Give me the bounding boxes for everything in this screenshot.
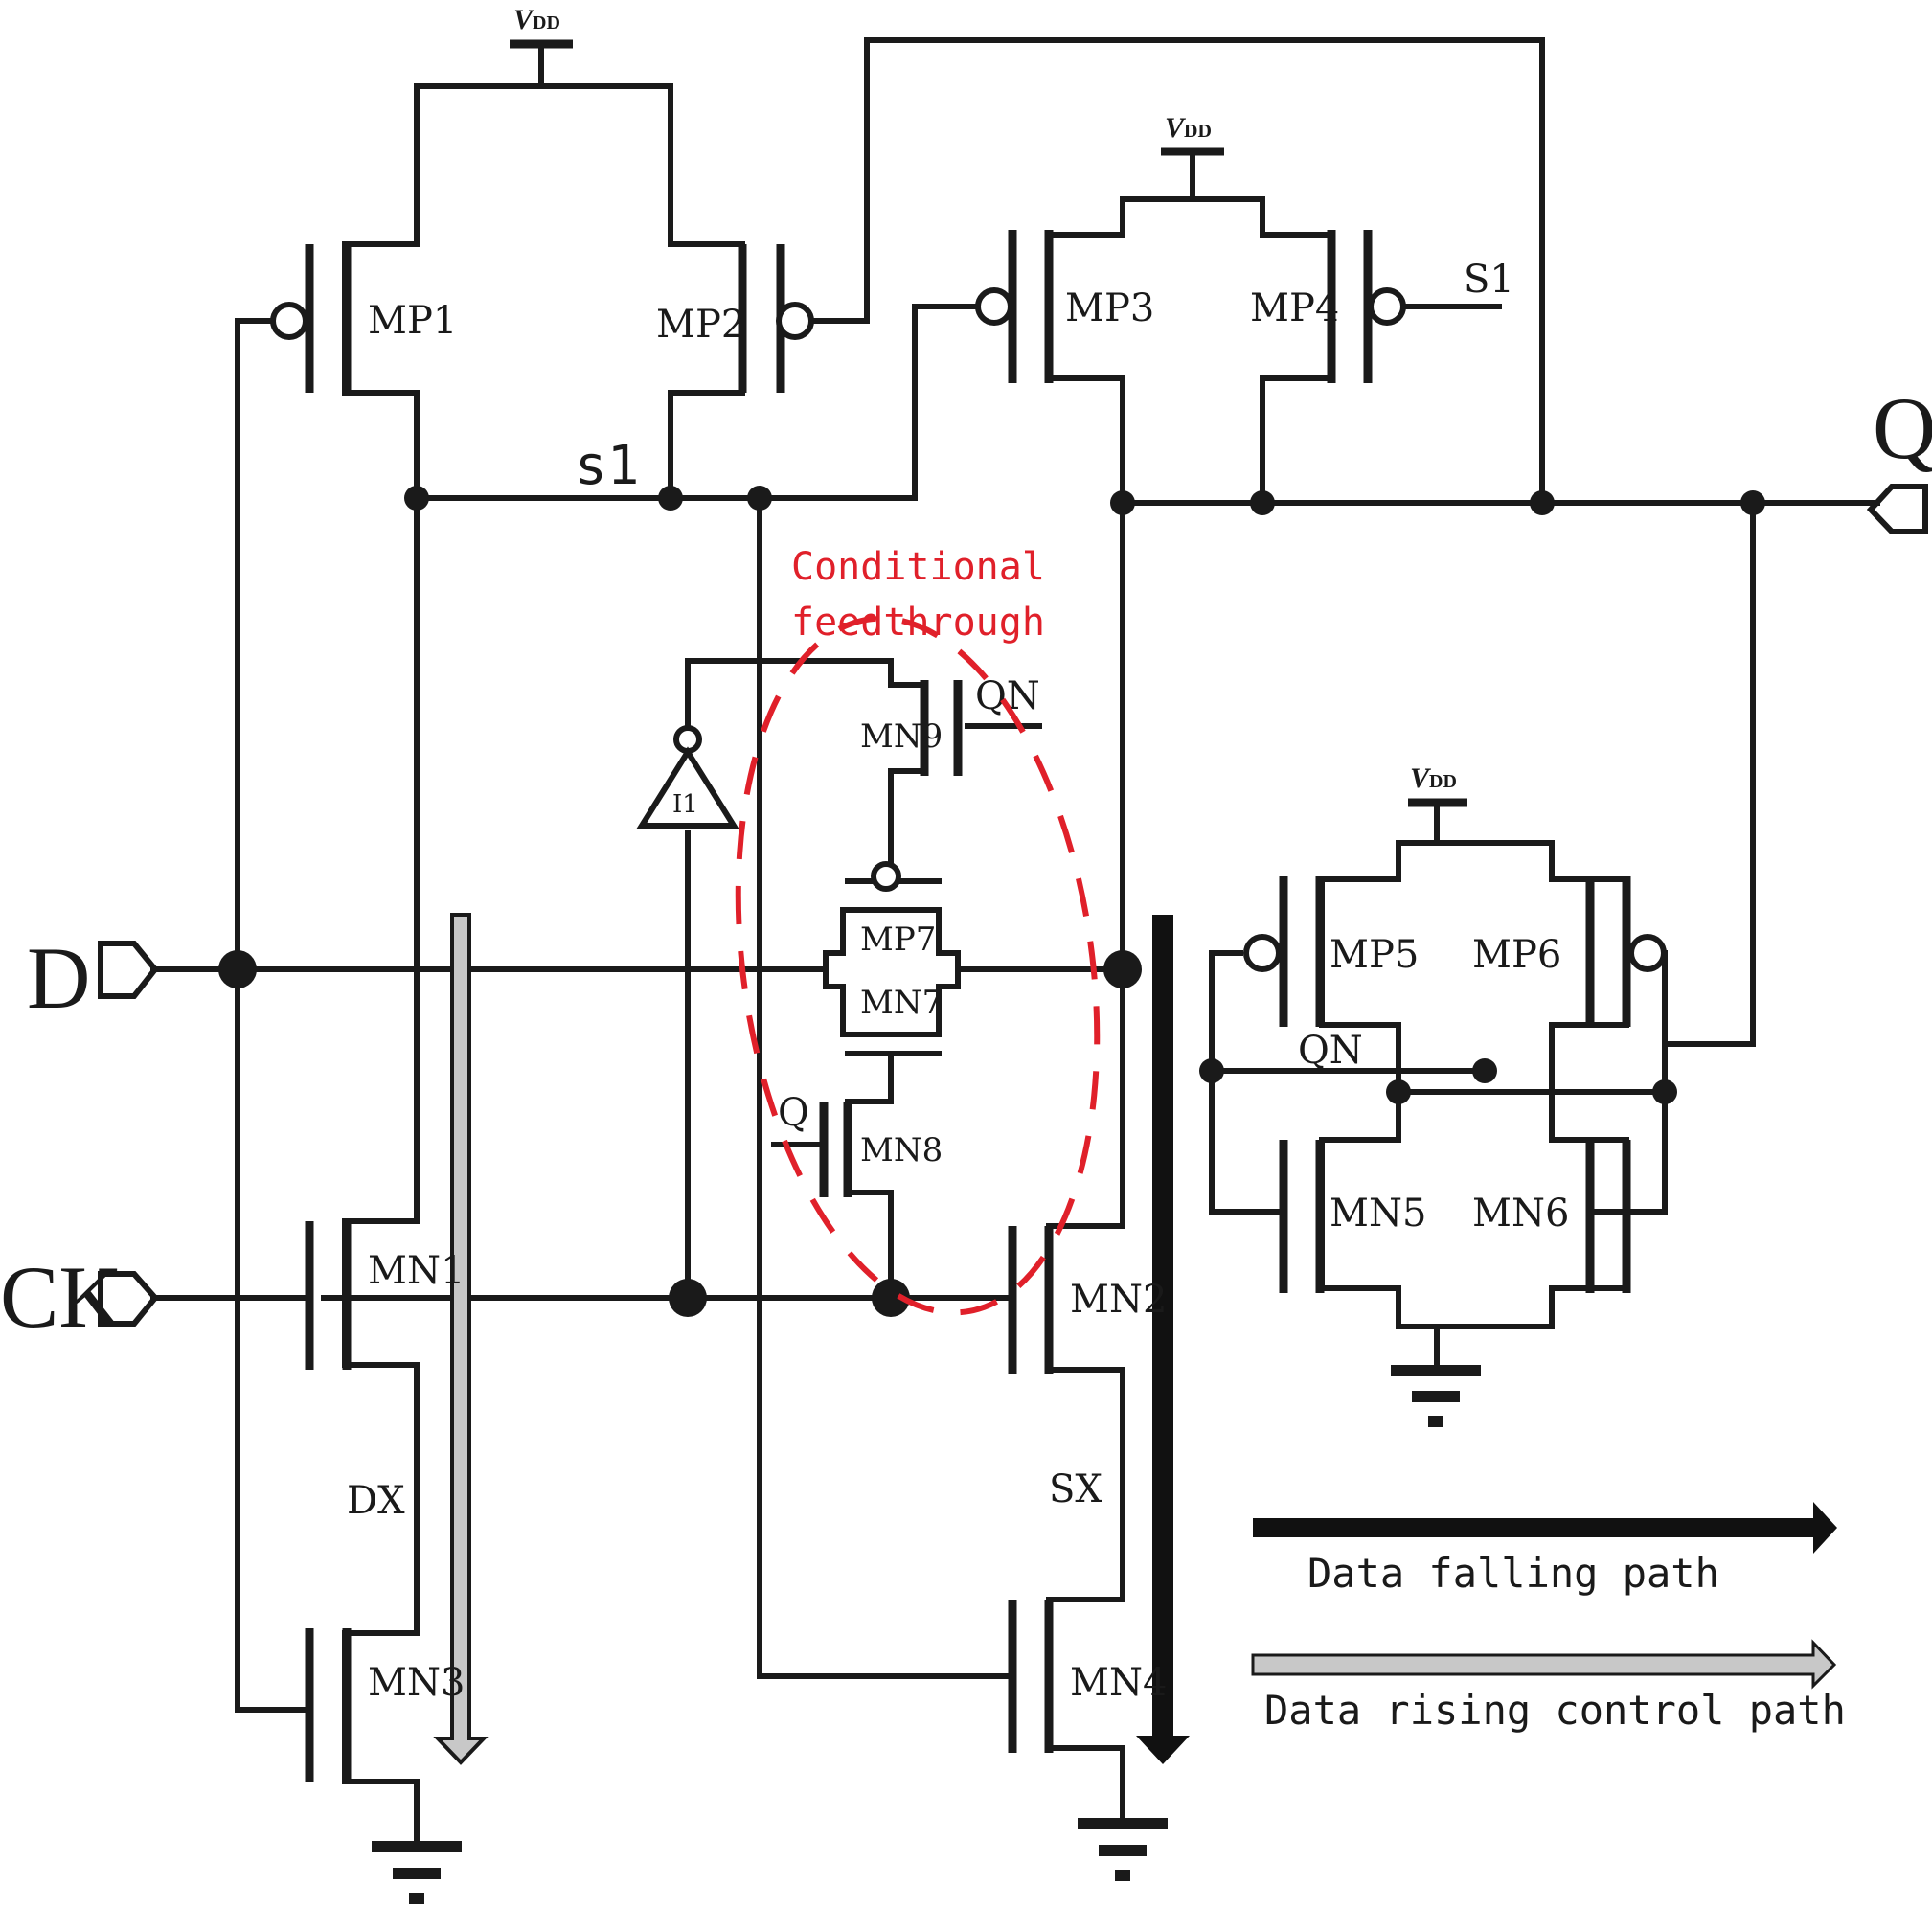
vdd-symbols bbox=[510, 39, 1467, 807]
label-mn1: MN1 bbox=[368, 1249, 465, 1293]
label-mn2: MN2 bbox=[1070, 1278, 1167, 1322]
label-mn3: MN3 bbox=[368, 1661, 465, 1705]
rising-path-arrow bbox=[433, 913, 489, 1765]
transistor-labels: MP1 MP2 MP3 MP4 MN1 MN3 MN2 MN4 MN9 MP7 … bbox=[368, 286, 1569, 1705]
label-mp4: MP4 bbox=[1250, 286, 1339, 330]
pin-ck-label: CK bbox=[0, 1248, 123, 1346]
pin-d-label: D bbox=[27, 929, 90, 1027]
net-labels: s1 S1 QN QN Q DX SX I1 bbox=[347, 258, 1514, 1523]
label-mp1: MP1 bbox=[368, 299, 457, 343]
label-mn4: MN4 bbox=[1070, 1661, 1167, 1705]
label-mp3: MP3 bbox=[1065, 286, 1154, 330]
transistor-bodies bbox=[305, 230, 1631, 1782]
label-s1-node: s1 bbox=[575, 435, 639, 497]
label-mn9: MN9 bbox=[860, 717, 943, 756]
label-dx: DX bbox=[347, 1479, 405, 1523]
label-mp5: MP5 bbox=[1330, 933, 1419, 977]
label-mn7: MN7 bbox=[860, 984, 943, 1022]
gate-bubbles bbox=[270, 287, 1667, 972]
label-i1: I1 bbox=[672, 790, 698, 819]
label-mp6: MP6 bbox=[1472, 933, 1561, 977]
label-q-gate: Q bbox=[778, 1091, 809, 1135]
ground-symbols bbox=[372, 1365, 1481, 1904]
legend: Data falling path Data rising control pa… bbox=[1251, 1502, 1846, 1734]
label-qn-node: QN bbox=[1298, 1029, 1363, 1073]
label-mn8: MN8 bbox=[860, 1131, 943, 1170]
label-mp7: MP7 bbox=[860, 920, 936, 959]
junction-dots bbox=[218, 486, 1765, 1317]
feedthrough-ellipse bbox=[735, 615, 1101, 1316]
pin-shapes bbox=[98, 484, 1928, 1327]
vdd-label-mid: VDD bbox=[1165, 112, 1212, 144]
legend-rising-arrow bbox=[1251, 1639, 1837, 1690]
label-mn6: MN6 bbox=[1472, 1192, 1569, 1236]
inverter-i1-body bbox=[636, 746, 739, 829]
label-s1-gate: S1 bbox=[1464, 258, 1514, 302]
falling-path-arrow bbox=[1136, 915, 1190, 1764]
label-mp2: MP2 bbox=[656, 303, 745, 347]
label-mn5: MN5 bbox=[1330, 1192, 1426, 1236]
legend-rising-label: Data rising control path bbox=[1264, 1687, 1846, 1734]
feedthrough-label-line1: Conditional bbox=[791, 545, 1045, 589]
legend-falling-label: Data falling path bbox=[1307, 1550, 1719, 1597]
vdd-label-top: VDD bbox=[513, 4, 560, 35]
vdd-label-latch: VDD bbox=[1410, 762, 1457, 794]
label-sx: SX bbox=[1049, 1467, 1102, 1511]
pin-q-label: Q bbox=[1873, 379, 1932, 477]
legend-falling-arrow bbox=[1253, 1502, 1837, 1554]
feedthrough-label-line2: feedthrough bbox=[791, 601, 1045, 645]
